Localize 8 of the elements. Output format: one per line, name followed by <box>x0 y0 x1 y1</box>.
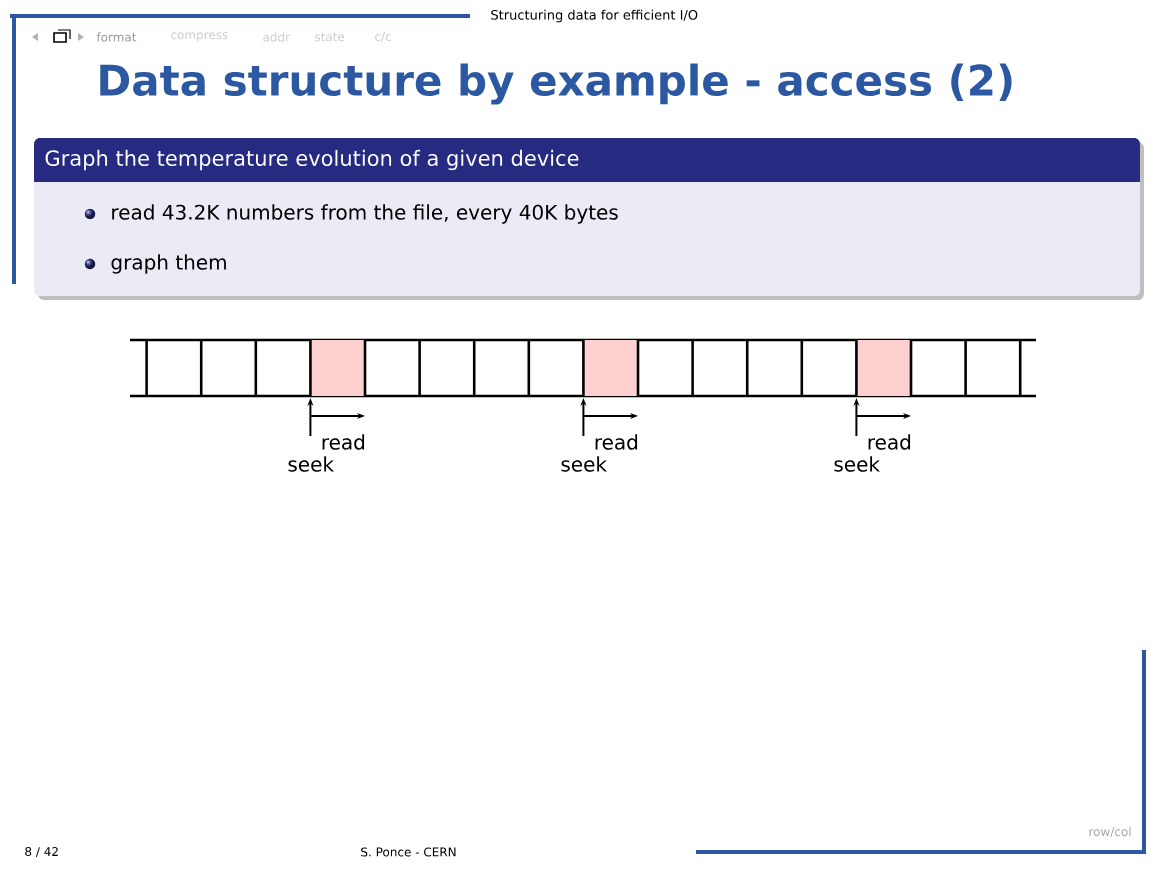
seek-label: seek <box>561 456 607 472</box>
read-label: read <box>322 434 365 450</box>
seek-label: seek <box>288 456 334 472</box>
text-block: Graph the temperature evolution of a given device read 43.2K numbers from the file, every 40K bytes graph them <box>34 138 1144 300</box>
seek-label: seek <box>834 456 880 472</box>
read-label: read <box>595 434 638 450</box>
read-label: read <box>868 434 911 450</box>
slide-title: Data structure by example - access (2) <box>100 63 1012 105</box>
